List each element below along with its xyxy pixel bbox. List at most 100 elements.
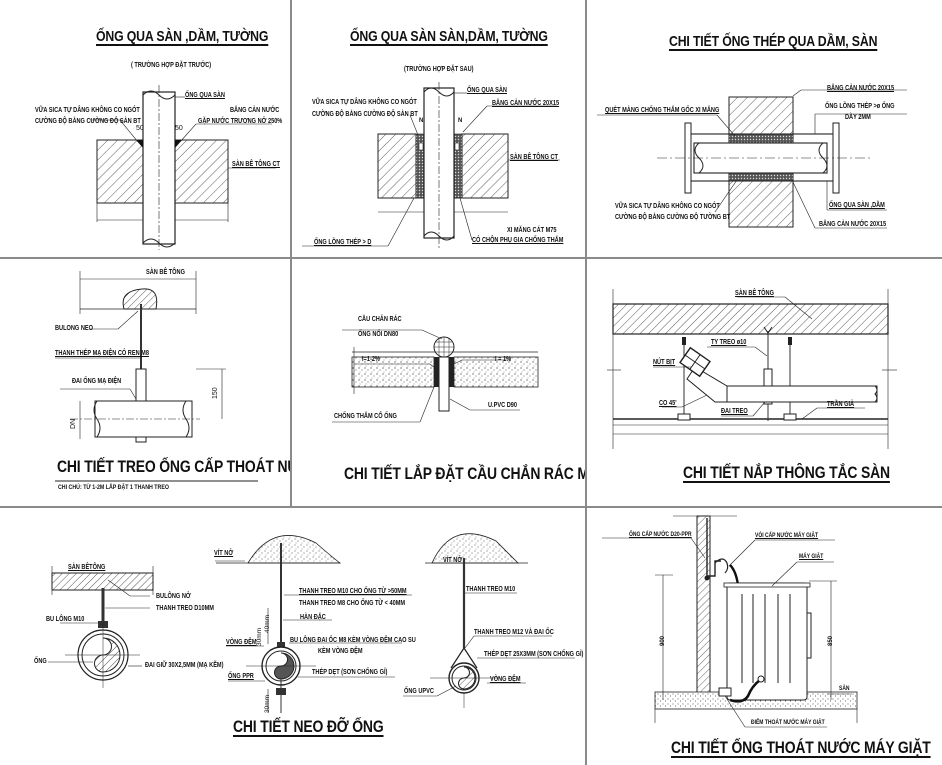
label-mortar-line1: VỮA SICA TỰ DÂNG KHÔNG CO NGÓT <box>35 105 140 114</box>
panel-title: CHI TIẾT ỐNG THÉP QUA DẦM, SÀN <box>669 33 878 50</box>
label-coating: QUÉT MÀNG CHỐNG THẤM GỐC XI MĂNG <box>605 105 720 114</box>
label-b-rod-line2: THANH TREO M8 CHO ỐNG TỪ < 40MM <box>299 598 406 607</box>
dim-150: 150 <box>212 387 219 399</box>
label-slab: SÀN BÊ TÔNG <box>735 288 774 297</box>
dim-b-30b: 30mm <box>264 694 271 713</box>
label-mortar-line1: VỮA SICA TỰ DÂNG KHÔNG CO NGÓT <box>615 201 720 210</box>
label-pipe: ỐNG QUA SÀN <box>185 90 225 99</box>
panel-pipe-support: SÀN BÊTÔNG BULÔNG NỞ THANH TREO D10MM BU… <box>0 508 585 765</box>
dim-right: 850 <box>828 635 834 646</box>
concrete-slab <box>612 303 889 335</box>
panel-cleanout-floor: SÀN BÊ TÔNG TY TREO ø10 NÚT BỊT CO 45' Đ… <box>587 259 942 506</box>
concrete-slab-right <box>174 139 229 204</box>
label-tap: VÒI CẤP NƯỚC MÁY GIẶT <box>755 532 819 539</box>
label-grate-line1: CẦU CHẮN RÁC <box>358 314 402 323</box>
panel-title: ỐNG QUA SÀN SÀN,DẦM, TƯỜNG <box>350 28 548 45</box>
roof-slab-right <box>453 356 539 388</box>
label-anchor: BULONG NEO <box>55 323 94 332</box>
label-b-anchor: VÍT NỞ <box>214 548 234 557</box>
label-supply: ỐNG CẤP NƯỚC D20-PPR <box>629 531 692 538</box>
label-a-rod: THANH TREO D10MM <box>156 603 214 612</box>
concrete-mound <box>247 535 342 564</box>
supply-tap <box>714 558 729 574</box>
dim-left: N <box>419 118 424 124</box>
label-b-bolt-line1: BU LÔNG ĐAI ỐC M8 KÈM VÒNG ĐỆM CAO SU <box>290 635 416 644</box>
label-rod: TY TREO ø10 <box>711 337 747 346</box>
label-ceiling: TRẦN GIẢ <box>827 399 855 408</box>
dim-left: 900 <box>660 635 666 646</box>
dim-left: 50 <box>136 125 144 132</box>
cleanout-drawing <box>607 289 897 449</box>
floor-drain <box>718 687 732 697</box>
panel-pipe-through-slab-pre: ỐNG QUA SÀN ,DẦM, TƯỜNG ( TRƯỜNG HỢP ĐẶT… <box>0 0 290 257</box>
pipe-slab-post-drawing <box>302 82 560 248</box>
label-c-rod: THANH TREO M10 <box>466 584 516 593</box>
label-cement-line1: XI MĂNG CÁT M75 <box>507 225 557 234</box>
label-hanger: ĐAI TREO <box>721 406 748 415</box>
label-b-washer: VÒNG ĐỆM <box>226 637 257 646</box>
dim-right: N <box>458 118 463 124</box>
panel-steel-pipe-through-beam: CHI TIẾT ỐNG THÉP QUA DẦM, SÀN BĂNG CẢN … <box>587 0 942 257</box>
concrete-slab-right <box>461 133 509 199</box>
label-b-rod-line1: THANH TREO M10 CHO ỐNG TỪ >50MM <box>299 586 407 595</box>
label-c-pipe: ỐNG UPVC <box>404 686 434 695</box>
label-cement-line2: CÓ CHỘN PHỤ GIA CHỐNG THẤM <box>472 235 564 244</box>
label-mortar-line2: CƯỜNG ĐỘ BẰNG CƯỜNG ĐỘ TƯỜNG BT <box>615 212 731 221</box>
flat-strap <box>450 647 478 669</box>
label-mortar-line1: VỮA SICA TỰ DÂNG KHÔNG CO NGÓT <box>312 97 417 106</box>
label-b-weld: HÀN ĐẶC <box>300 612 326 621</box>
label-a-bolt: BU LÔNG M10 <box>46 614 85 623</box>
label-mortar-line2: CƯỜNG ĐỘ BẰNG CƯỜNG ĐỘ SÀN BT <box>35 116 141 125</box>
label-slope-left: I=1-2% <box>362 354 380 363</box>
dim-b-30a: 30mm <box>256 627 263 646</box>
grout-band-top <box>728 133 794 144</box>
label-grate-line2: ỐNG NỐI DN80 <box>358 329 399 338</box>
drain-hose <box>729 678 761 703</box>
panel-washing-machine-drain: ỐNG CẤP NƯỚC D20-PPR VÒI CẤP NƯỚC MÁY GI… <box>587 508 942 765</box>
panel-title: CHI TIẾT NẮP THÔNG TẮC SÀN <box>683 463 890 482</box>
dim-b-40: 40mm <box>264 614 271 633</box>
divider-horizontal-top <box>0 257 942 259</box>
roof-drain-drawing <box>332 329 539 423</box>
divider-vertical-right <box>585 0 587 765</box>
pipe-hanger-drawing <box>55 271 258 482</box>
supply-hose <box>729 564 740 586</box>
label-drain: ĐIỂM THOÁT NƯỚC MÁY GIẶT <box>751 719 825 726</box>
panel-pipe-through-slab-post: ỐNG QUA SÀN SÀN,DẦM, TƯỜNG (TRƯỜNG HỢP Đ… <box>292 0 585 257</box>
label-mortar-line2: CƯỜNG ĐỘ BẰNG CƯỜNG ĐỘ SÀN BT <box>312 109 418 118</box>
label-waterstop-bottom: BĂNG CẢN NƯỚC 20X15 <box>819 219 887 228</box>
panel-title: CHI TIẾT ỐNG THOÁT NƯỚC MÁY GIẶT <box>671 738 931 757</box>
steel-pipe-beam-drawing <box>597 89 907 229</box>
washing-machine-drawing <box>602 515 858 728</box>
label-c-rod-nut: THANH TREO M12 VÀ ĐAI ỐC <box>474 627 554 636</box>
washing-machine <box>726 582 808 701</box>
concrete-mound <box>431 533 519 564</box>
panel-title: CHI TIẾT TREO ỐNG CẤP THOÁT NƯỚC <box>57 457 290 476</box>
label-sleeve-line2: DÀY 2MM <box>845 112 871 121</box>
panel-roof-drain-grate: CẦU CHẮN RÁC ỐNG NỐI DN80 I=1-2% I = 1% … <box>292 259 585 506</box>
horizontal-pipe <box>726 385 878 403</box>
label-waterstop: BĂNG CẢN NƯỚC 20X15 <box>492 98 560 107</box>
label-floor: SÀN <box>839 685 850 692</box>
label-machine: MÁY GIẶT <box>799 553 824 560</box>
dim-right: 50 <box>175 125 183 132</box>
label-slope-right: I = 1% <box>495 354 512 363</box>
panel-pipe-hanger: SÀN BÊ TÔNG BULONG NEO THANH THÉP MẠ ĐIỆ… <box>0 259 290 506</box>
label-b-bolt-line2: KÈM VÒNG ĐỆM <box>318 646 363 655</box>
label-a-pipe: ỐNG <box>34 656 47 665</box>
label-plug: NÚT BỊT <box>653 357 676 366</box>
label-pipe: ỐNG QUA SÀN <box>467 85 507 94</box>
label-pipe: U.PVC D90 <box>488 400 517 409</box>
label-waterstop-line2: GẶP NƯỚC TRƯƠNG NỞ 250% <box>198 116 283 125</box>
label-rod: THANH THÉP MẠ ĐIỆN CÓ REN M8 <box>55 348 149 357</box>
panel-subtitle: ( TRƯỜNG HỢP ĐẶT TRƯỚC) <box>131 62 212 69</box>
label-slab: SÀN BÊ TÔNG <box>146 267 185 276</box>
concrete-anchor-block <box>122 288 158 310</box>
concrete-slab-left <box>377 133 417 199</box>
roof-slab-left <box>351 356 435 388</box>
concrete-slab <box>51 572 154 591</box>
divider-horizontal-bottom <box>0 506 942 508</box>
panel-note: CHI CHÚ: TỪ 1-2M LẮP ĐẶT 1 THANH TREO <box>58 484 169 491</box>
panel-title: CHI TIẾT LẮP ĐẶT CẦU CHẮN RÁC MÁI <box>344 464 585 483</box>
label-a-anchor: BULÔNG NỞ <box>156 591 191 600</box>
